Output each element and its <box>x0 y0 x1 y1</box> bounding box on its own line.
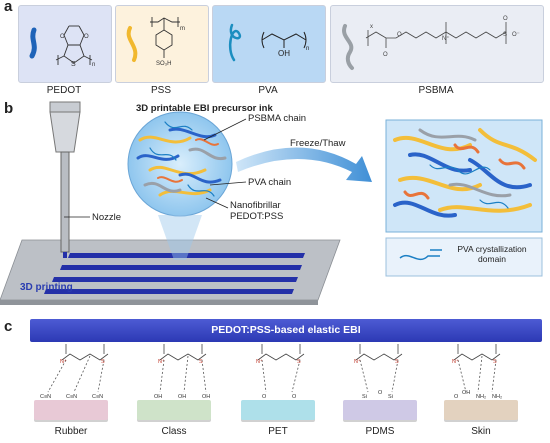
skin-nh2-1: NH₂ <box>476 394 486 400</box>
pva-oh: OH <box>278 49 290 58</box>
nozzle-label: Nozzle <box>92 212 122 223</box>
panel-a-structures: S O O n m SO₃H OH n x O O N⁺ S O O⁻ <box>29 16 520 70</box>
class-oh-2: OH <box>178 394 186 400</box>
psbma-o2: O <box>397 32 402 38</box>
sb-n-2: N⁺ <box>158 358 165 365</box>
polymer-name-pedot: PEDOT <box>46 85 82 96</box>
panel-c-chemistry: N⁺ N⁺ N⁺ N⁺ N⁺ S S S S S C≡N C≡N C≡N OH … <box>40 344 502 400</box>
pss-so3h: SO₃H <box>156 61 171 67</box>
psbma-x: x <box>370 24 373 30</box>
psbma-o4: O⁻ <box>512 32 520 38</box>
sb-s-2: S <box>199 359 203 365</box>
pdms-si-2: Si <box>388 394 393 400</box>
nozzle-icon <box>49 101 81 258</box>
panel-label-b: b <box>4 100 14 117</box>
pva-structure-icon <box>261 31 307 49</box>
pedot-pss-label: PEDOT:PSS <box>230 211 284 222</box>
substrate-rubber <box>34 400 108 420</box>
skin-oh: OH <box>462 390 470 396</box>
sb-n-5: N⁺ <box>452 358 459 365</box>
ink-chains <box>136 121 227 197</box>
sb-n-3: N⁺ <box>256 358 263 365</box>
rubber-cn-3: C≡N <box>92 394 103 400</box>
sb-n-1: N⁺ <box>60 358 67 365</box>
panel-b-illustration <box>0 101 543 305</box>
network-chains <box>393 128 537 218</box>
pva-domain-line1: PVA crystallization <box>457 244 527 254</box>
polymer-name-psbma: PSBMA <box>418 85 454 96</box>
substrate-pdms <box>343 400 417 420</box>
sb-s-3: S <box>297 359 301 365</box>
precursor-ink-circle <box>127 111 233 217</box>
substrate-name-pdms: PDMS <box>365 426 395 437</box>
psbma-chain-label: PSBMA chain <box>248 113 307 124</box>
skin-o: O <box>454 394 459 400</box>
pedot-o2: O <box>84 34 89 40</box>
pedot-structure-icon <box>55 25 93 65</box>
pss-chain-icon <box>126 26 138 62</box>
rubber-cn-1: C≡N <box>40 394 51 400</box>
pva-chain-label: PVA chain <box>248 177 292 188</box>
freeze-thaw-arrow-icon <box>236 147 372 182</box>
pet-o-1: O <box>262 394 267 400</box>
polymer-name-pva: PVA <box>258 85 278 96</box>
printing-label: 3D printing <box>20 282 73 293</box>
ebi-bar-title: PEDOT:PSS-based elastic EBI <box>211 324 361 336</box>
pedot-n: n <box>92 62 95 68</box>
printed-lines <box>44 253 305 294</box>
substrate-class <box>137 400 211 420</box>
psbma-s: S <box>503 32 507 38</box>
substrate-name-skin: Skin <box>471 426 491 437</box>
ebi-bar: PEDOT:PSS-based elastic EBI <box>30 319 542 342</box>
substrate-name-class: Class <box>161 426 187 437</box>
pss-m: m <box>180 26 185 32</box>
pva-domain-icon <box>399 249 442 261</box>
nanofibrillar-label: Nanofibrillar <box>230 200 281 211</box>
pdms-si-1: Si <box>362 394 367 400</box>
freeze-thaw-label: Freeze/Thaw <box>290 138 346 149</box>
pss-structure-icon <box>150 17 180 58</box>
sb-s-5: S <box>493 359 497 365</box>
substrate-name-pet: PET <box>268 426 288 437</box>
sb-n-4: N⁺ <box>354 358 361 365</box>
pedot-o1: O <box>60 34 65 40</box>
substrate-name-rubber: Rubber <box>54 426 88 437</box>
pva-domain-label: PVA crystallization domain <box>450 244 534 264</box>
psbma-chain-icon <box>342 24 354 70</box>
psbma-o3: O <box>503 16 508 22</box>
sb-s-4: S <box>395 359 399 365</box>
pet-o-2: O <box>292 394 297 400</box>
pva-chain-icon <box>228 23 242 62</box>
pedot-s: S <box>71 61 76 68</box>
polymer-name-pss: PSS <box>150 85 171 96</box>
pedot-chain-icon <box>29 27 37 59</box>
sb-s-1: S <box>101 359 105 365</box>
psbma-n: N⁺ <box>442 35 450 42</box>
panel-label-c: c <box>4 318 13 335</box>
substrate-skin <box>444 400 518 420</box>
psbma-structure-icon <box>365 22 507 48</box>
ink-title: 3D printable EBI precursor ink <box>136 103 273 114</box>
class-oh-1: OH <box>154 394 162 400</box>
pva-n: n <box>306 46 309 52</box>
rubber-cn-2: C≡N <box>66 394 77 400</box>
psbma-card <box>330 5 544 83</box>
substrate-pet <box>241 400 315 420</box>
class-oh-3: OH <box>202 394 210 400</box>
skin-nh2-2: NH₂ <box>492 394 502 400</box>
psbma-o: O <box>383 52 388 58</box>
pva-domain-line2: domain <box>478 254 506 264</box>
panel-label-a: a <box>4 0 13 15</box>
pdms-o: O <box>378 390 383 396</box>
